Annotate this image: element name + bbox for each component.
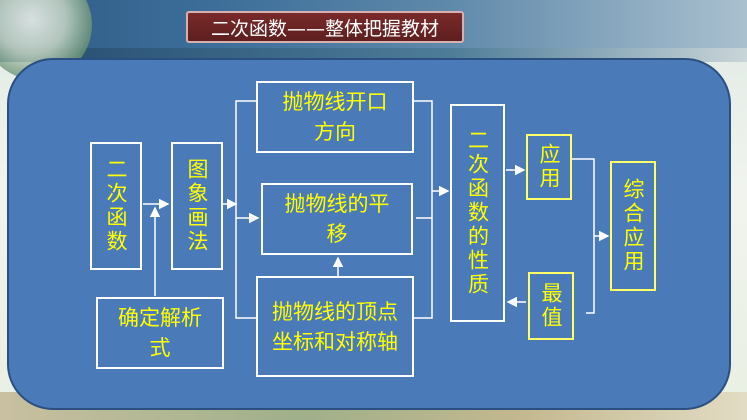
node-quadratic-function: 二次函数: [90, 142, 142, 270]
slide-title: 二次函数——整体把握教材: [186, 11, 464, 43]
node-vertex-axis: 抛物线的顶点坐标和对称轴: [256, 276, 414, 377]
node-comprehensive: 综合应用: [610, 161, 656, 291]
node-determine-expression: 确定解析式: [96, 297, 224, 369]
merge-bracket: [572, 158, 595, 314]
node-opening-direction: 抛物线开口方向: [256, 81, 414, 153]
branch-right-bracket: [414, 100, 433, 319]
node-graph-method: 图象画法: [171, 142, 223, 270]
branch-left-bracket: [235, 100, 256, 319]
node-maximum: 最值: [528, 272, 574, 340]
node-properties: 二次函数的性质: [450, 104, 505, 322]
node-application: 应用: [526, 134, 572, 200]
node-translation: 抛物线的平移: [261, 183, 413, 255]
